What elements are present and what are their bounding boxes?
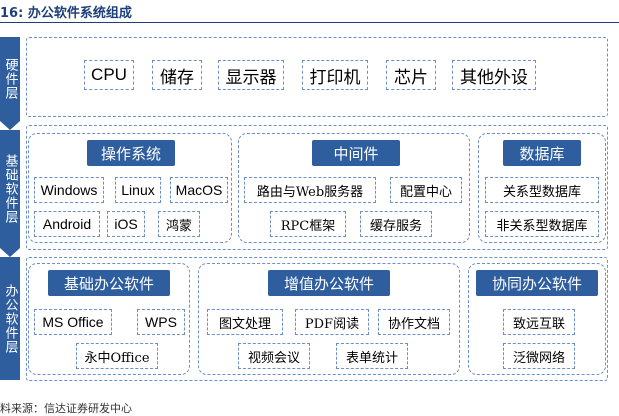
value-added-office-group — [198, 263, 460, 375]
os-item-android: Android — [34, 211, 100, 237]
value-added-item-video-conference: 视频会议 — [238, 343, 310, 369]
office-software-layer — [26, 257, 608, 381]
hardware-item-peripherals: 其他外设 — [452, 60, 536, 90]
os-item-harmonyos: 鸿蒙 — [158, 211, 200, 237]
hardware-item-cpu: CPU — [84, 60, 134, 90]
basic-office-item-wps: WPS — [137, 309, 185, 335]
side-label-office-software: 办公软件层 — [0, 257, 20, 380]
os-item-ios: iOS — [107, 211, 145, 237]
database-header: 数据库 — [503, 140, 581, 166]
source-note: 料来源：信达证券研发中心 — [0, 402, 132, 415]
basic-office-item-yozo-office: 永中Office — [76, 343, 158, 369]
middleware-item-cache-service: 缓存服务 — [360, 211, 432, 237]
os-group — [28, 133, 232, 243]
value-added-item-graphics: 图文处理 — [207, 309, 283, 335]
value-added-item-collab-docs: 协作文档 — [378, 309, 450, 335]
value-added-office-header: 增值办公软件 — [268, 270, 390, 296]
side-label-basic-software: 基础软件层 — [0, 130, 20, 248]
database-group — [478, 133, 606, 243]
middleware-item-config-center: 配置中心 — [390, 177, 462, 203]
middleware-item-rpc-framework: RPC框架 — [270, 211, 346, 237]
os-item-macos: MacOS — [170, 177, 228, 203]
collaborative-item-weaver: 泛微网络 — [503, 343, 575, 369]
hardware-item-chip: 芯片 — [386, 60, 436, 90]
hardware-item-printer: 打印机 — [302, 60, 368, 90]
value-added-item-pdf-reader: PDF阅读 — [295, 309, 369, 335]
collaborative-office-header: 协同办公软件 — [476, 270, 598, 296]
database-item-relational: 关系型数据库 — [485, 177, 599, 203]
os-header: 操作系统 — [87, 140, 175, 166]
collaborative-office-group — [468, 263, 606, 375]
basic-office-item-ms-office: MS Office — [34, 309, 112, 335]
middleware-group — [238, 133, 470, 243]
hardware-item-display: 显示器 — [218, 60, 284, 90]
side-label-hardware: 硬件层 — [0, 37, 20, 121]
arrow-down-icon — [0, 248, 20, 257]
database-item-nonrelational: 非关系型数据库 — [485, 211, 599, 237]
title-rule — [0, 22, 619, 23]
arrow-down-icon — [0, 121, 20, 130]
collaborative-item-seeyon: 致远互联 — [503, 309, 575, 335]
os-item-windows: Windows — [34, 177, 104, 203]
os-item-linux: Linux — [115, 177, 161, 203]
hardware-layer — [26, 37, 608, 117]
figure-title: 16: 办公软件系统组成 — [0, 6, 132, 21]
basic-office-header: 基础办公软件 — [48, 270, 170, 296]
basic-software-layer — [26, 125, 608, 250]
basic-office-group — [28, 263, 190, 375]
middleware-header: 中间件 — [312, 140, 400, 166]
middleware-item-router-web-server: 路由与Web服务器 — [244, 177, 376, 203]
value-added-item-form-statistics: 表单统计 — [336, 343, 408, 369]
hardware-item-storage: 储存 — [152, 60, 202, 90]
